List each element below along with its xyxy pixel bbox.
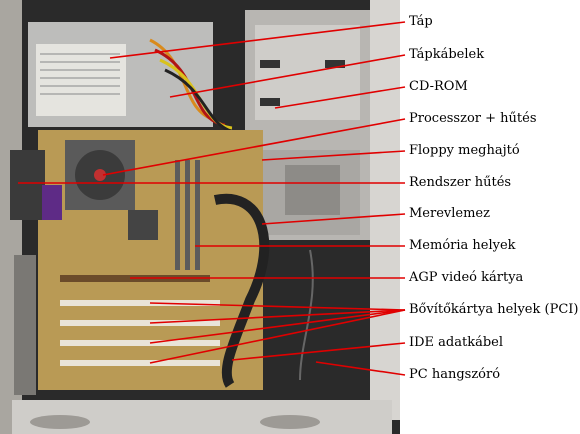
label-cdrom: CD-ROM (409, 79, 468, 94)
case-right-wall (370, 0, 400, 420)
memory-slot (175, 160, 180, 270)
ide-ribbon-cable (213, 193, 270, 388)
label-power-cables: Tápkábelek (409, 47, 485, 62)
case-foot (30, 415, 90, 429)
label-pc-speaker: PC hangszóró (409, 367, 501, 382)
cage-slot (260, 98, 280, 106)
leader-line (149, 302, 406, 311)
chipset-heatsink (128, 210, 158, 240)
psu-sticker-lines (40, 53, 120, 95)
label-memory-slots: Memória helyek (409, 238, 516, 253)
leader-line (149, 309, 406, 344)
leader-line (231, 342, 406, 361)
leader-lines (18, 21, 406, 376)
case-foot (260, 415, 320, 429)
memory-slot (195, 160, 200, 270)
slot-covers (14, 255, 36, 395)
pci-slot (60, 360, 220, 366)
cpu-fan-hub (94, 169, 106, 181)
pci-slot (60, 340, 220, 346)
leader-line (274, 86, 406, 109)
label-ide-cable: IDE adatkábel (409, 335, 504, 350)
leader-line (261, 150, 406, 161)
label-system-fan: Rendszer hűtés (409, 175, 512, 190)
pci-slot (60, 320, 220, 326)
label-cpu-cooler: Processzor + hűtés (409, 111, 537, 126)
cage-slot (325, 60, 345, 68)
speaker-wire (299, 249, 314, 381)
leader-line (109, 21, 406, 59)
label-pci-slots: Bővítőkártya helyek (PCI) (409, 302, 579, 317)
label-floppy: Floppy meghajtó (409, 143, 520, 158)
label-hard-drive: Merevlemez (409, 206, 490, 221)
leader-line (169, 54, 406, 98)
leader-line (315, 361, 406, 376)
io-port (42, 185, 62, 220)
psu-sticker (36, 44, 126, 116)
leader-line (261, 213, 406, 225)
leader-line (102, 118, 406, 176)
system-fan (10, 150, 45, 220)
label-psu: Táp (409, 14, 433, 29)
leader-line (149, 309, 406, 364)
memory-slot (185, 160, 190, 270)
hard-drive (285, 165, 340, 215)
cage-slot (260, 60, 280, 68)
label-agp-card: AGP videó kártya (409, 270, 524, 285)
leader-line (149, 309, 406, 324)
pci-slot (60, 300, 220, 306)
